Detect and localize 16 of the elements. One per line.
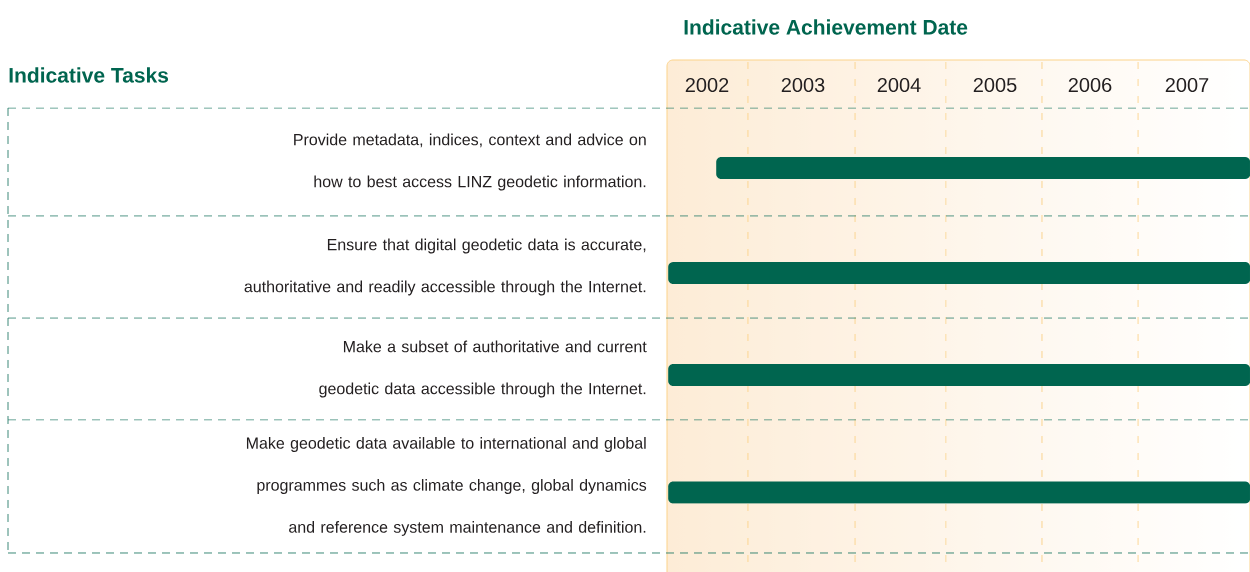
task-text: Make geodetic data available to international and global programmes such as climate change, global dynamics and reference system maintenance and definition. xyxy=(246,437,647,536)
task-text: Provide metadata, indices, context and advice on how to best access LINZ geodetic information. xyxy=(294,133,646,191)
timeline-bar xyxy=(668,364,1250,386)
year-label: 2005 xyxy=(973,77,1017,93)
heading: Indicative Tasks xyxy=(9,67,169,83)
task-text: Make a subset of authoritative and current geodetic data accessible through the Internet. xyxy=(319,340,647,398)
year-label: 2002 xyxy=(685,77,729,93)
year-label: 2003 xyxy=(781,77,825,93)
timeline-bar xyxy=(716,157,1250,179)
heading: Indicative Achievement Date xyxy=(684,19,968,35)
timeline-bar xyxy=(668,481,1250,504)
timeline-bar xyxy=(668,262,1250,284)
year-label: 2004 xyxy=(877,77,921,93)
year-label: 2006 xyxy=(1068,77,1112,93)
task-text: Ensure that digital geodetic data is accurate, authoritative and readily accessible through the Internet. xyxy=(244,238,646,296)
year-label: 2007 xyxy=(1165,77,1209,93)
